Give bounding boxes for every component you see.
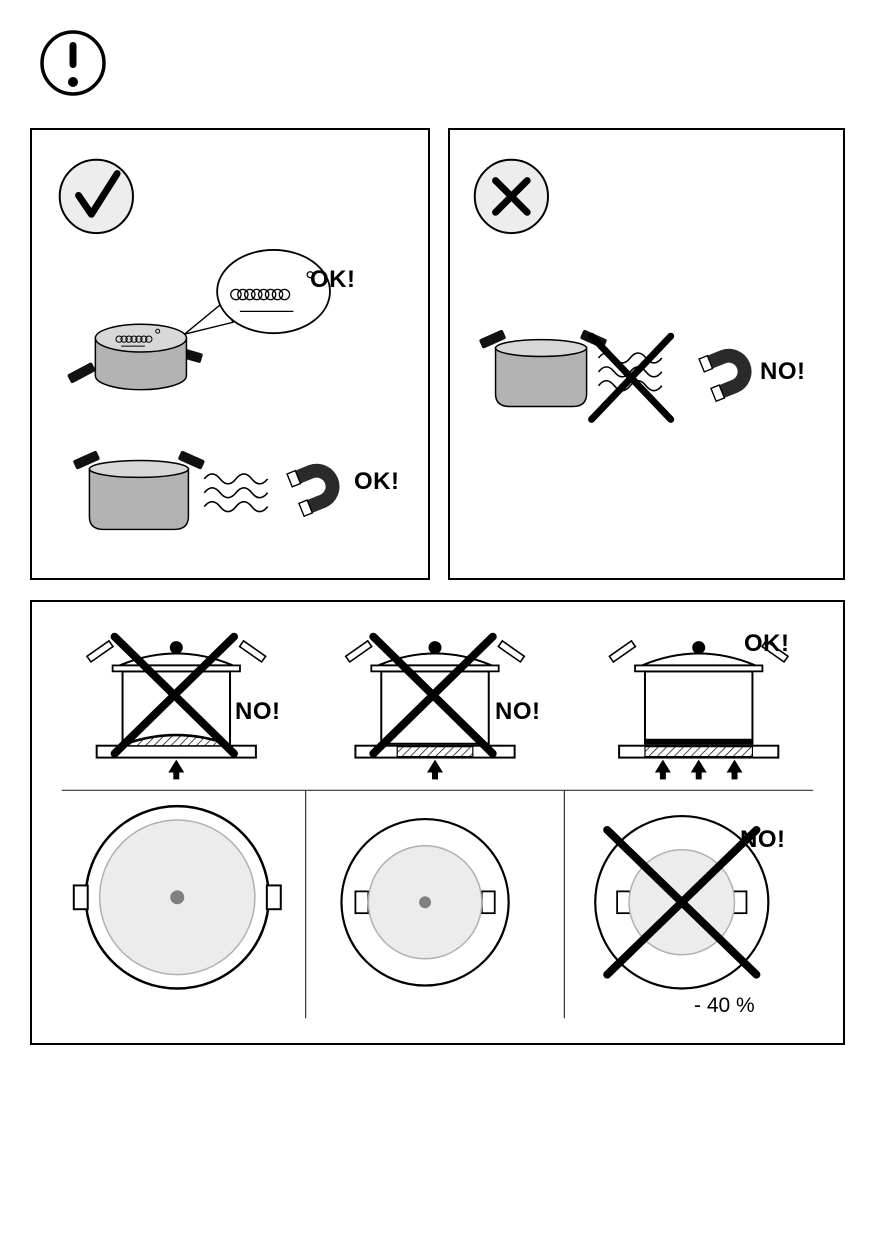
panel-pan-placement-and-size: NO! NO! OK! NO! - 40 % bbox=[30, 600, 845, 1045]
heat-arrow-icon bbox=[654, 759, 671, 773]
steel-pot-icon bbox=[73, 450, 205, 531]
small-contact-no-label: NO! bbox=[495, 698, 541, 725]
heating-element-hatch bbox=[396, 746, 474, 758]
induction-pot-icon bbox=[67, 323, 203, 391]
pan-handle-icon bbox=[265, 884, 282, 911]
pot-concave-bottom-figure bbox=[85, 632, 267, 780]
magnet-no-label: NO! bbox=[760, 358, 806, 385]
magnet-icon bbox=[286, 463, 340, 518]
pan-too-small-figure bbox=[594, 814, 770, 990]
unsuitable-panel-graphics bbox=[473, 158, 752, 423]
lid-knob-icon bbox=[692, 641, 706, 655]
heat-arrow-icon bbox=[168, 759, 185, 773]
zone-center-dot bbox=[419, 896, 432, 909]
pan-medium-coverage-figure bbox=[340, 817, 510, 987]
heat-arrow-icon bbox=[690, 759, 707, 773]
suitable-panel-graphics bbox=[58, 158, 340, 531]
coil-speech-bubble bbox=[184, 249, 331, 335]
grid-dividers bbox=[61, 789, 814, 1019]
pan-handle-icon bbox=[72, 884, 89, 911]
pot-small-contact-figure bbox=[344, 632, 526, 780]
pan-handle-icon bbox=[616, 890, 631, 915]
pan-too-small-no-label: NO! bbox=[740, 826, 786, 853]
placement-panel-graphics bbox=[61, 632, 814, 1019]
crossed-out-icon bbox=[369, 632, 497, 758]
crossed-out-icon bbox=[603, 825, 761, 979]
lid-knob-icon bbox=[428, 641, 442, 655]
lid-knob-icon bbox=[169, 641, 183, 655]
concave-no-label: NO! bbox=[235, 698, 281, 725]
warning-icon bbox=[40, 30, 106, 96]
magnetic-field-waves-icon bbox=[203, 473, 269, 513]
induction-coil-icon bbox=[230, 271, 314, 313]
magnet-ok-label: OK! bbox=[354, 468, 400, 495]
pan-handle-icon bbox=[480, 890, 496, 915]
pan-full-coverage-figure bbox=[72, 804, 282, 990]
heating-element-hatch bbox=[644, 746, 754, 758]
heat-arrow-icon bbox=[726, 759, 743, 773]
panel-suitable-cookware: OK! OK! bbox=[30, 128, 430, 580]
coil-ok-label: OK! bbox=[310, 266, 356, 293]
efficiency-loss-label: - 40 % bbox=[694, 994, 755, 1017]
crossed-out-icon bbox=[110, 632, 238, 758]
cross-icon bbox=[473, 158, 549, 235]
pot-flat-bottom-figure bbox=[608, 639, 790, 780]
steel-pot-icon bbox=[479, 329, 607, 408]
zone-center-dot bbox=[170, 890, 185, 905]
panel-unsuitable-cookware: NO! bbox=[448, 128, 845, 580]
crossed-out-icon bbox=[588, 332, 675, 423]
flat-ok-label: OK! bbox=[744, 630, 790, 657]
magnet-icon bbox=[698, 348, 752, 403]
check-icon bbox=[58, 158, 134, 235]
pan-handle-icon bbox=[732, 890, 748, 915]
pan-handle-icon bbox=[354, 890, 370, 915]
heat-arrow-icon bbox=[427, 759, 443, 773]
induction-coil-icon bbox=[115, 328, 161, 347]
